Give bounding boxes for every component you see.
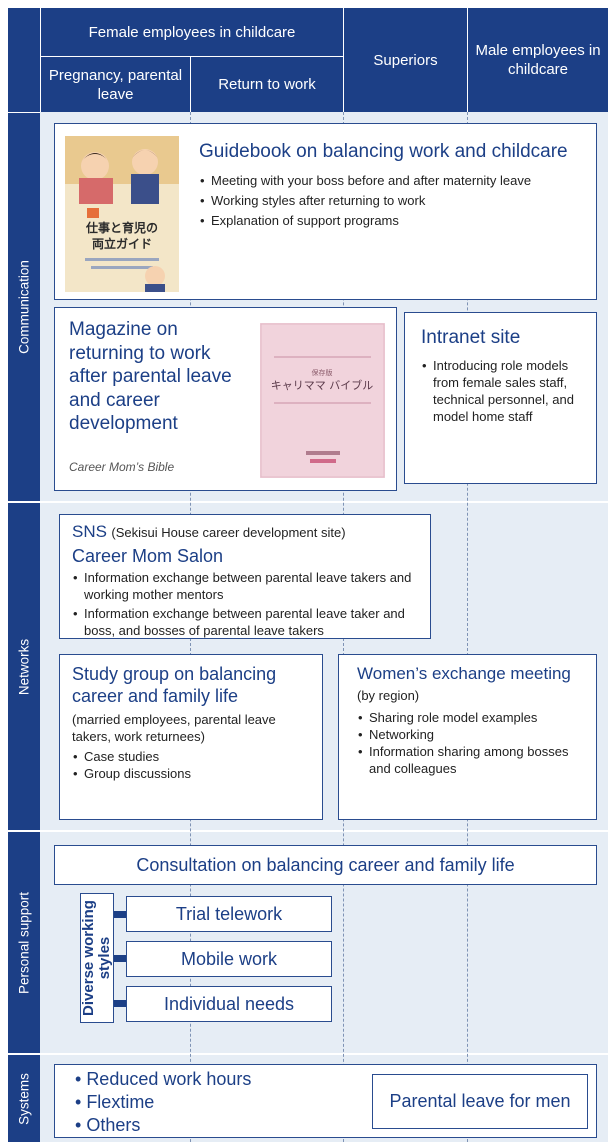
- mobile-work-label: Mobile work: [180, 948, 278, 969]
- list-item: Introducing role models from female sale…: [421, 357, 587, 425]
- individual-needs-label: Individual needs: [163, 993, 295, 1014]
- womens-meeting-title: Women’s exchange meeting: [357, 664, 571, 683]
- list-item: Information exchange between parental le…: [72, 605, 417, 639]
- guidebook-title: Guidebook on balancing work and childcar…: [199, 141, 568, 162]
- parental-leave-men-label: Parental leave for men: [389, 1091, 571, 1111]
- header-corner: [8, 8, 40, 112]
- study-group-note: (married employees, parental leave taker…: [72, 712, 276, 744]
- list-item: Networking: [357, 726, 587, 743]
- study-group-title: Study group on balancing career and fami…: [72, 664, 277, 706]
- list-item: Working styles after returning to work: [199, 192, 589, 209]
- section-label-personal-support: Personal support: [8, 832, 40, 1053]
- list-item: Information sharing among bosses and col…: [357, 743, 587, 777]
- individual-needs-box: Individual needs: [126, 986, 332, 1022]
- section-label-networks: Networks: [8, 503, 40, 830]
- intranet-box: Intranet site Introducing role models fr…: [404, 312, 597, 484]
- list-item: Information exchange between parental le…: [72, 569, 417, 603]
- header-male-employees: Male employees in childcare: [468, 8, 608, 112]
- header-return-to-work: Return to work: [191, 57, 343, 112]
- trial-telework-label: Trial telework: [175, 903, 283, 924]
- intranet-bullets: Introducing role models from female sale…: [421, 357, 587, 425]
- list-item: • Others: [75, 1115, 141, 1135]
- sns-subtitle: (Sekisui House career development site): [111, 525, 346, 540]
- section-label-systems: Systems: [8, 1055, 40, 1142]
- study-group-bullets: Case studies Group discussions: [72, 748, 312, 782]
- magazine-title: Magazine on returning to work after pare…: [69, 319, 232, 434]
- guidebook-box: 仕事と育児の 両立ガイド Guidebook on balancing work…: [54, 123, 597, 300]
- list-item: Group discussions: [72, 765, 312, 782]
- consultation-box: Consultation on balancing career and fam…: [54, 845, 597, 885]
- trial-telework-box: Trial telework: [126, 896, 332, 932]
- guidebook-cover-image: 仕事と育児の 両立ガイド: [65, 136, 179, 292]
- diverse-working-styles-label: Diverse working styles: [80, 900, 113, 1016]
- svg-text:キャリママ バイブル: キャリママ バイブル: [271, 378, 374, 392]
- svg-text:両立ガイド: 両立ガイド: [92, 236, 152, 251]
- header-pregnancy: Pregnancy, parental leave: [41, 57, 190, 112]
- list-item: Meeting with your boss before and after …: [199, 172, 589, 189]
- mobile-work-box: Mobile work: [126, 941, 332, 977]
- womens-meeting-note: (by region): [357, 688, 420, 703]
- svg-text:仕事と育児の: 仕事と育児の: [85, 220, 158, 235]
- study-group-box: Study group on balancing career and fami…: [59, 654, 323, 820]
- consultation-title: Consultation on balancing career and fam…: [136, 854, 515, 875]
- list-item: Explanation of support programs: [199, 212, 589, 229]
- sns-prefix: SNS: [72, 522, 107, 541]
- sns-box: SNS (Sekisui House career development si…: [59, 514, 431, 639]
- connector: [114, 1000, 126, 1007]
- sns-heading: SNS (Sekisui House career development si…: [72, 522, 346, 542]
- magazine-caption: Career Mom’s Bible: [69, 460, 175, 474]
- column-divider: [467, 112, 468, 1142]
- header-female-group: Female employees in childcare: [41, 8, 343, 56]
- section-label-communication: Communication: [8, 113, 40, 501]
- list-item: Sharing role model examples: [357, 709, 587, 726]
- list-item: • Flextime: [75, 1092, 155, 1112]
- magazine-box: Magazine on returning to work after pare…: [54, 307, 397, 491]
- list-item: Case studies: [72, 748, 312, 765]
- header-superiors: Superiors: [344, 8, 467, 112]
- guidebook-bullets: Meeting with your boss before and after …: [199, 172, 589, 229]
- sns-bullets: Information exchange between parental le…: [72, 569, 417, 639]
- parental-leave-men-box: Parental leave for men: [372, 1074, 588, 1129]
- list-item: • Reduced work hours: [75, 1069, 252, 1089]
- svg-text:保存版: 保存版: [312, 368, 333, 377]
- diverse-working-styles-box: Diverse working styles: [80, 893, 114, 1023]
- connector: [114, 955, 126, 962]
- intranet-title: Intranet site: [421, 327, 521, 348]
- magazine-cover-image: 保存版 キャリママ バイブル: [260, 323, 385, 478]
- womens-meeting-bullets: Sharing role model examples Networking I…: [357, 709, 587, 777]
- womens-meeting-box: Women’s exchange meeting (by region) Sha…: [338, 654, 597, 820]
- systems-box: • Reduced work hours • Flextime • Others…: [54, 1064, 597, 1138]
- connector: [114, 911, 126, 918]
- sns-title: Career Mom Salon: [72, 546, 224, 566]
- systems-list: • Reduced work hours • Flextime • Others: [75, 1068, 251, 1137]
